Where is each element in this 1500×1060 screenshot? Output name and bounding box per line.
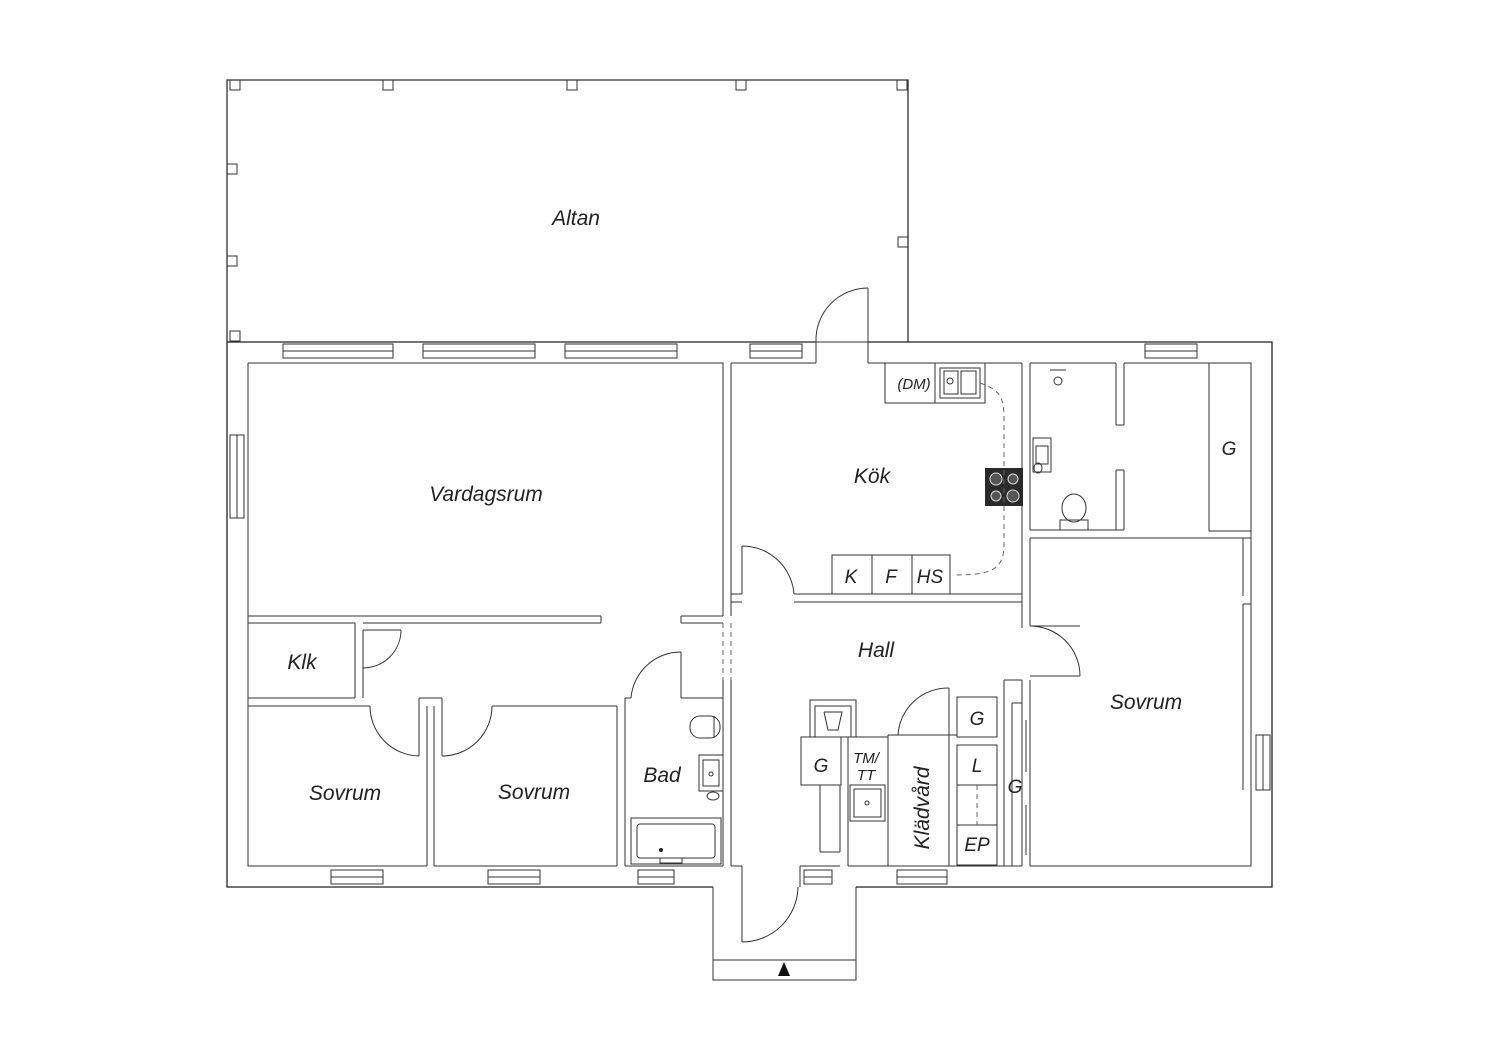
- entrance-arrow-icon: [778, 962, 790, 976]
- label-kok: Kök: [854, 465, 892, 488]
- label-ep: EP: [964, 835, 990, 856]
- label-sovrum-right: Sovrum: [1110, 691, 1182, 714]
- fixture-labels: (DM) K F HS G G G L EP G TM/ TT: [814, 376, 1237, 856]
- label-tt: TT: [857, 767, 877, 784]
- bath-sink-icon: [698, 754, 724, 792]
- wc-fixtures: [1032, 369, 1089, 531]
- label-dm: (DM): [897, 376, 930, 393]
- bathtub-icon: [630, 817, 722, 865]
- room-labels: Altan Vardagsrum Kök Hall Klk Bad Sovrum…: [287, 207, 1182, 849]
- shower-icon: [1053, 376, 1063, 386]
- label-bad: Bad: [643, 764, 682, 787]
- bath-fixtures: [630, 715, 724, 865]
- doors: [362, 287, 1081, 943]
- label-hall: Hall: [858, 639, 896, 662]
- label-klk: Klk: [287, 651, 318, 674]
- laundry-sink: [849, 784, 886, 822]
- toilet-icon: [1061, 493, 1087, 523]
- label-hs: HS: [917, 567, 944, 588]
- label-l-kladvard: L: [972, 756, 983, 777]
- label-g-top-right: G: [1222, 439, 1237, 460]
- label-g-bedroom: G: [1008, 777, 1023, 798]
- label-altan: Altan: [550, 207, 600, 230]
- label-vardagsrum: Vardagsrum: [429, 483, 543, 506]
- label-g-hall: G: [814, 756, 829, 777]
- deck-posts: [226, 79, 909, 342]
- label-tm: TM/: [853, 750, 881, 767]
- windows: [229, 343, 1271, 885]
- interior-walls: [248, 362, 1252, 866]
- kitchen-fixtures: [831, 362, 1023, 595]
- label-kladvard: Klädvård: [911, 765, 934, 849]
- label-f: F: [885, 567, 898, 588]
- label-sovrum-mid: Sovrum: [498, 781, 570, 804]
- entrance-step: [712, 887, 857, 981]
- label-sovrum-left: Sovrum: [309, 782, 381, 805]
- outer-walls: [226, 341, 1273, 888]
- label-k: K: [845, 567, 859, 588]
- label-g-kladvard: G: [970, 709, 985, 730]
